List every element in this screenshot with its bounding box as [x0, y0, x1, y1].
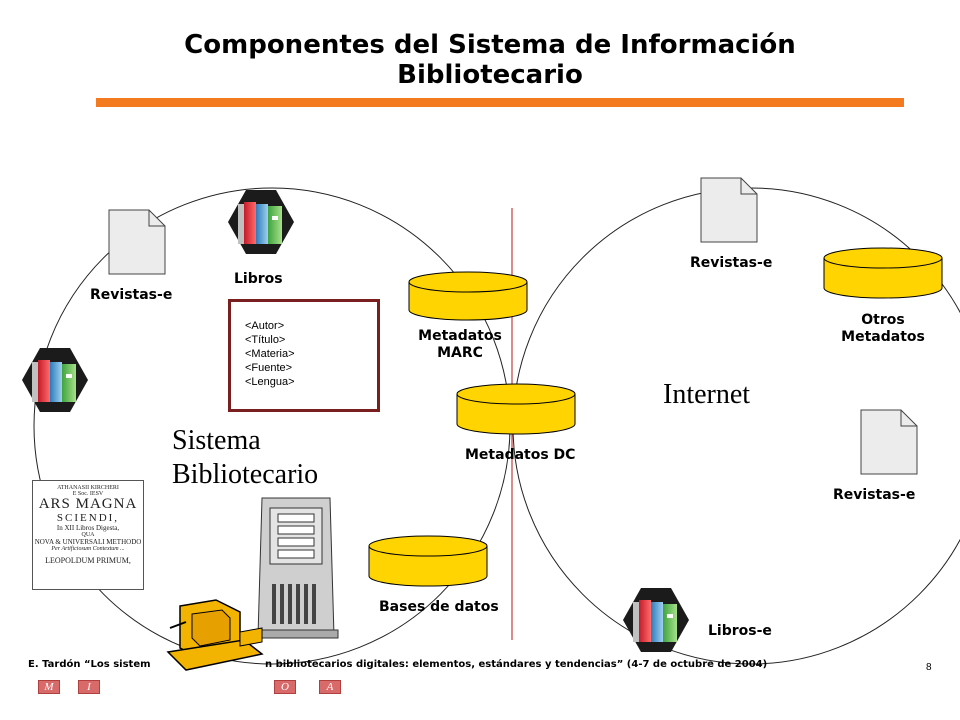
nav-button-i[interactable]: I: [78, 680, 100, 694]
label-revistas-left: Revistas-e: [90, 287, 173, 303]
title-underline: [96, 98, 904, 107]
title-line-2: Bibliotecario: [397, 60, 583, 90]
document-icon: [860, 409, 918, 475]
label-line: MARC: [437, 345, 483, 361]
page-number: 8: [926, 662, 932, 673]
metadata-field: <Fuente>: [245, 362, 293, 374]
books-icon: [623, 588, 689, 652]
label-sistema-bibliotecario: Sistema Bibliotecario: [172, 424, 318, 492]
nav-button-a[interactable]: A: [319, 680, 341, 694]
books-icon: [228, 190, 294, 254]
document-icon: [700, 177, 758, 243]
metadata-field: <Lengua>: [245, 376, 295, 388]
cover-text: LEOPOLDUM PRIMUM,: [45, 556, 131, 565]
database-icon: [456, 383, 576, 435]
database-icon: [823, 247, 943, 299]
label-line: Metadatos: [418, 328, 502, 344]
label-metadatos-dc: Metadatos DC: [465, 447, 576, 463]
cover-text: QUA: [81, 532, 95, 538]
footer-left: E. Tardón “Los sistem: [28, 659, 151, 670]
label-libros-e: Libros-e: [708, 623, 772, 639]
database-icon: [408, 271, 528, 321]
books-icon: [22, 348, 88, 412]
nav-button-m[interactable]: M: [38, 680, 60, 694]
label-line: Metadatos: [841, 329, 925, 345]
metadata-field: <Materia>: [245, 348, 295, 360]
book-cover-image: ATHANASII KIRCHERI E Soc. IESV ARS MAGNA…: [32, 480, 144, 590]
cover-text: E Soc. IESV: [72, 491, 104, 497]
metadata-field: <Autor>: [245, 320, 285, 332]
cover-text: ATHANASII KIRCHERI: [57, 485, 119, 491]
label-bases-datos: Bases de datos: [379, 599, 499, 615]
title-line-1: Componentes del Sistema de Información: [184, 30, 796, 60]
label-line: Sistema: [172, 425, 261, 456]
metadata-field: <Título>: [245, 334, 286, 346]
cover-text: ARS MAGNA: [38, 496, 138, 512]
footer-right: n bibliotecarios digitales: elementos, e…: [265, 659, 768, 670]
database-icon: [368, 535, 488, 587]
label-metadatos-marc: Metadatos MARC: [410, 328, 510, 362]
label-revistas-right-bottom: Revistas-e: [833, 487, 916, 503]
slide-title: Componentes del Sistema de Información B…: [120, 30, 860, 90]
label-otros-metadatos: Otros Metadatos: [833, 312, 933, 346]
cover-text: NOVA & UNIVERSALI METHODO: [34, 538, 142, 546]
nav-button-o[interactable]: O: [274, 680, 296, 694]
document-icon: [108, 209, 166, 275]
cover-text: In XII Libros Digesta,: [56, 524, 120, 532]
cover-text: SCIENDI,: [56, 512, 120, 524]
server-tower-icon: [253, 497, 339, 639]
label-line: Bibliotecario: [172, 459, 319, 490]
label-internet: Internet: [663, 379, 751, 410]
cover-text: Per Artificiosum Contextum ...: [51, 546, 125, 552]
metadata-fields-box: <Autor> <Título> <Materia> <Fuente> <Len…: [228, 299, 380, 412]
computer-icon: [166, 599, 264, 671]
label-libros: Libros: [234, 271, 283, 287]
label-revistas-right-top: Revistas-e: [690, 255, 773, 271]
label-line: Otros: [861, 312, 905, 328]
